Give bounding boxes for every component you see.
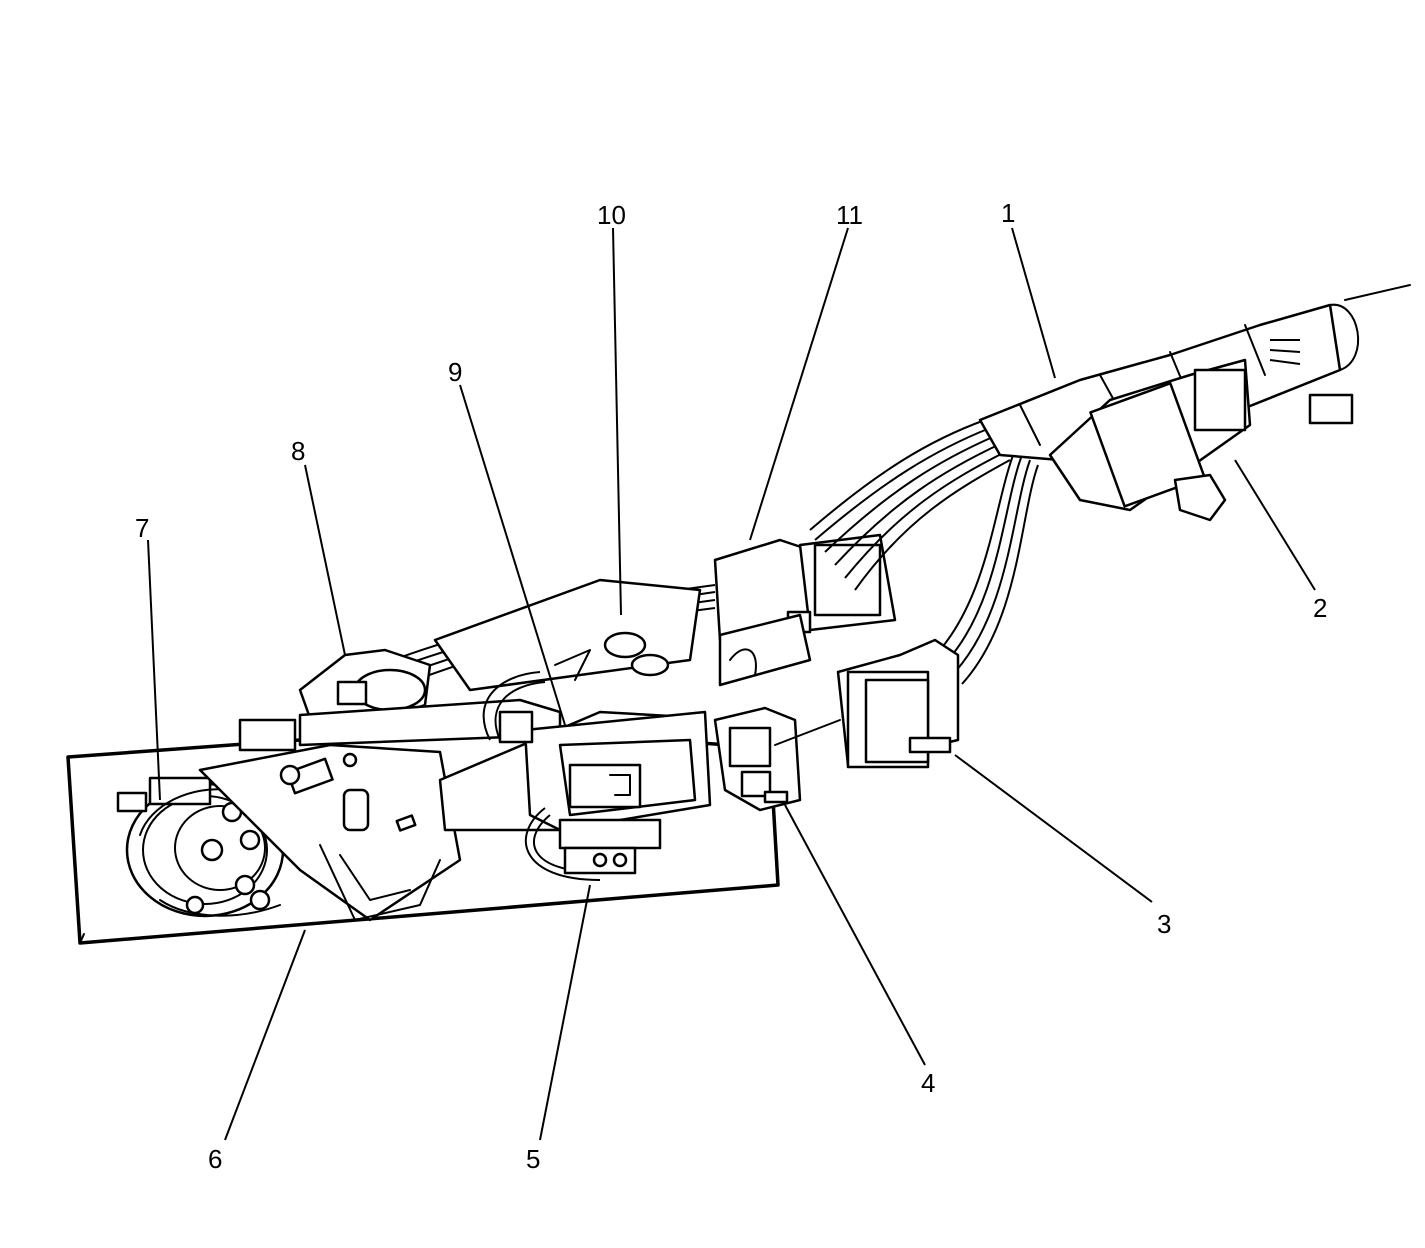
wire-bundle-lower — [939, 449, 1039, 685]
connector-3 — [836, 638, 960, 769]
leader-lines — [147, 227, 1316, 1141]
callout-11: 11 — [836, 200, 863, 230]
switch-body — [198, 718, 462, 922]
callout-10: 10 — [597, 200, 626, 230]
connector-11 — [713, 533, 897, 687]
ground-strap-10 — [433, 578, 702, 741]
leader-7 — [147, 539, 161, 801]
callout-5: 5 — [526, 1144, 540, 1174]
leader-4 — [784, 804, 926, 1066]
connector-5 — [524, 807, 662, 881]
callout-labels: 1 2 3 4 5 6 7 8 9 10 11 — [135, 198, 1327, 1174]
main-harness-trunk — [978, 284, 1411, 462]
callout-4: 4 — [921, 1068, 935, 1098]
callout-3: 3 — [1157, 909, 1171, 939]
callout-1: 1 — [1001, 198, 1015, 228]
module-9 — [438, 710, 712, 832]
mount-bracket — [298, 698, 562, 747]
connector-8 — [298, 648, 432, 722]
wire-bundle-harness — [809, 419, 1011, 591]
leader-10 — [612, 227, 622, 616]
leader-9 — [459, 384, 566, 726]
connector-4 — [713, 706, 841, 812]
leader-5 — [539, 884, 591, 1141]
callout-6: 6 — [208, 1144, 222, 1174]
leader-6 — [224, 929, 306, 1141]
callout-8: 8 — [291, 436, 305, 466]
callout-9: 9 — [448, 357, 462, 387]
leader-3 — [954, 754, 1153, 903]
leader-2 — [1234, 459, 1316, 591]
leader-1 — [1011, 227, 1056, 379]
connector-2 — [1048, 339, 1354, 522]
callout-2: 2 — [1313, 593, 1327, 623]
leader-8 — [304, 464, 346, 656]
callout-7: 7 — [135, 513, 149, 543]
leader-11 — [749, 227, 849, 541]
